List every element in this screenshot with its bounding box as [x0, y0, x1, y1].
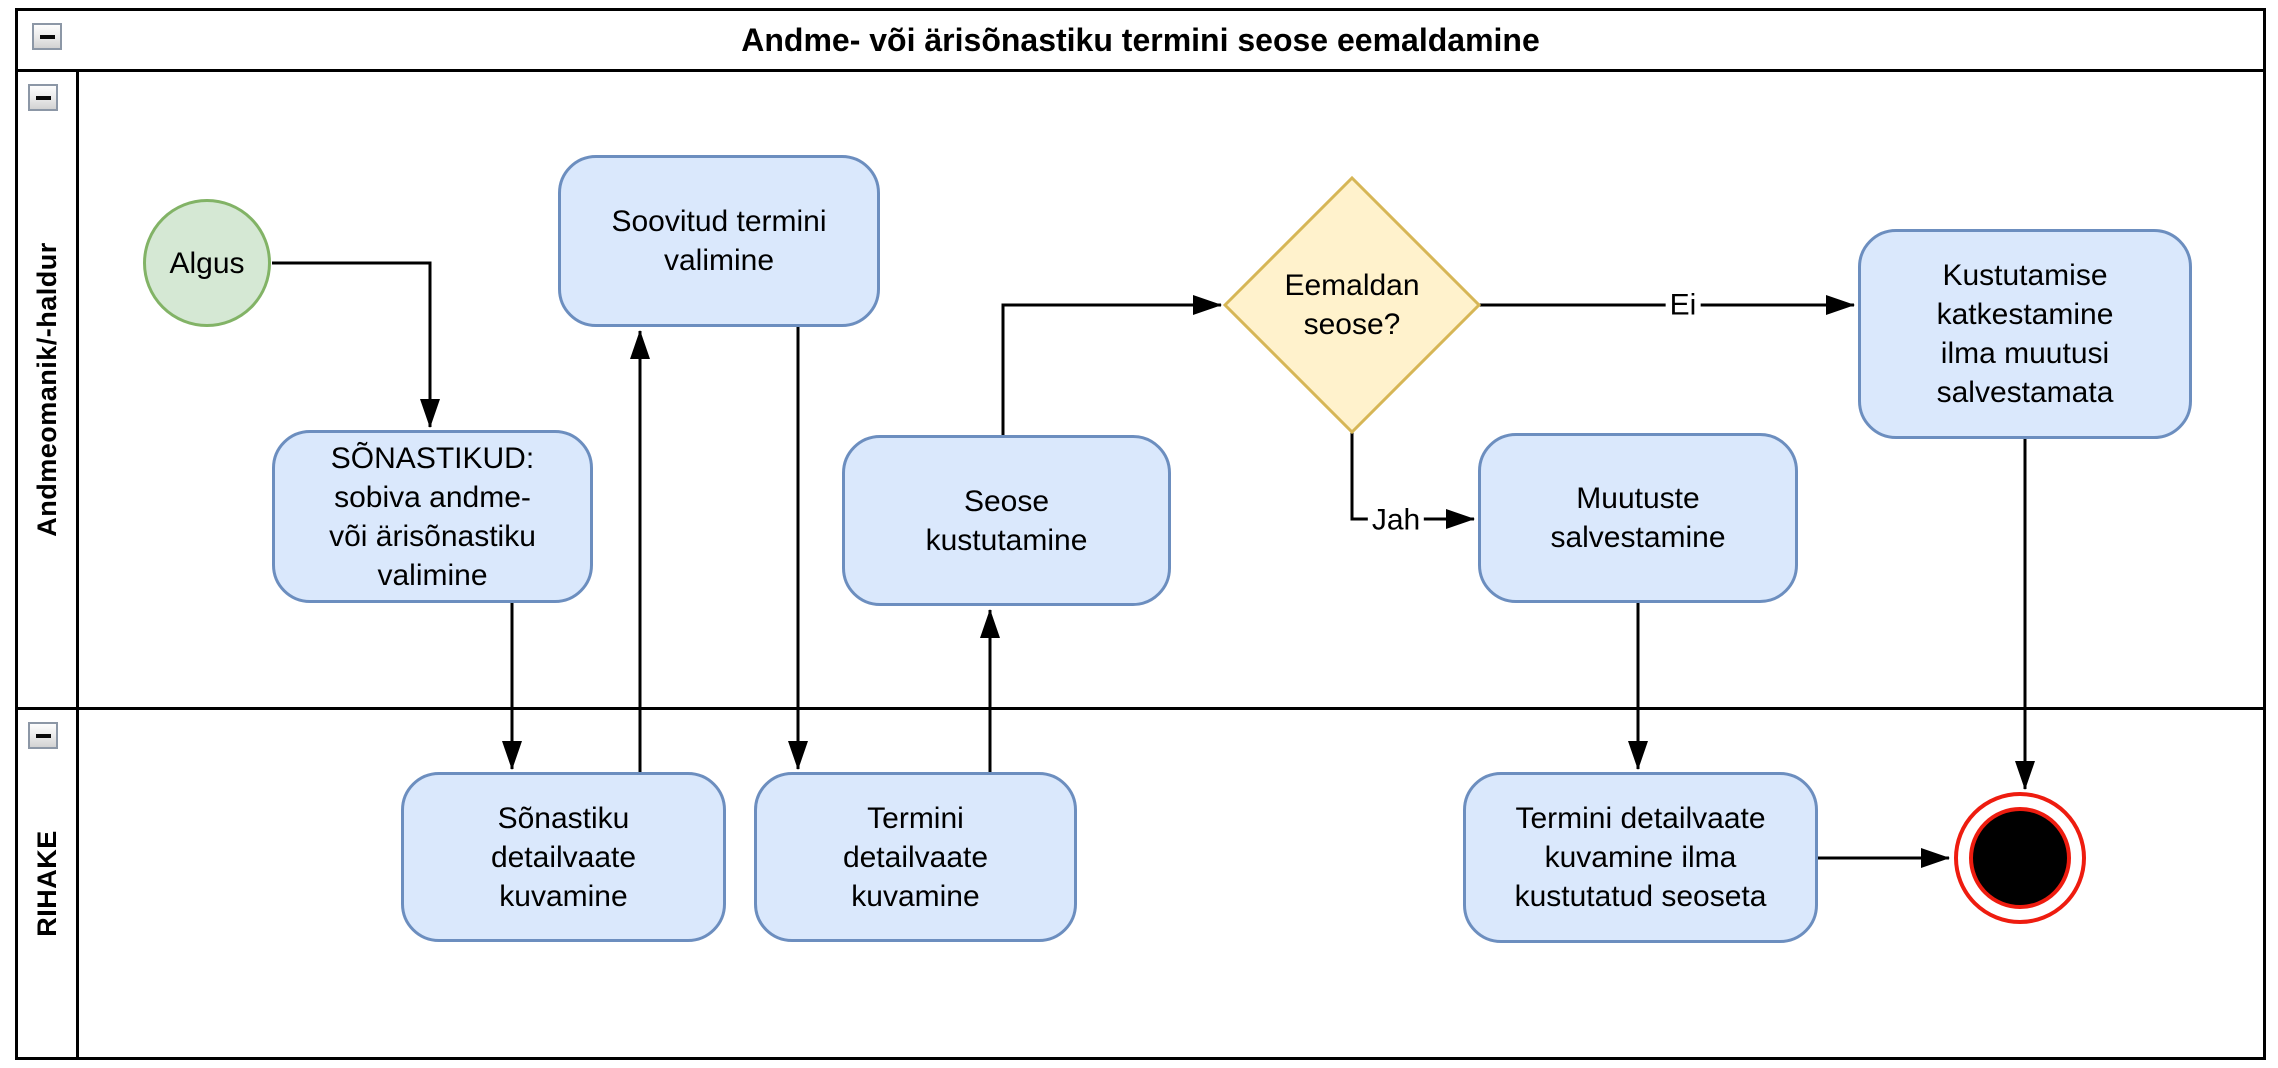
node-label: Soovitud termini valimine	[611, 205, 827, 277]
decision-gateway-label: Eemaldan seose?	[1232, 235, 1472, 375]
pool-title: Andme- või ärisõnastiku termini seose ee…	[741, 21, 1540, 58]
task-select-term[interactable]: Soovitud termini valimine	[558, 155, 880, 327]
lane-label-strip-andmeomanik[interactable]: Andmeomanik/-haldur	[18, 72, 79, 707]
task-delete-relation[interactable]: Seose kustutamine	[842, 435, 1171, 606]
node-label: Termini detailvaate kuvamine	[842, 801, 989, 913]
task-select-glossary[interactable]: SÕNASTIKUD: sobiva andme- või ärisõnasti…	[272, 430, 593, 603]
lane-rihake: RIHAKE	[18, 710, 2263, 1057]
start-event-algus[interactable]: Algus	[143, 199, 271, 327]
task-term-detail[interactable]: Termini detailvaate kuvamine	[754, 772, 1077, 942]
lane-andmeomanik: Andmeomanik/-haldur	[18, 72, 2263, 710]
collapse-minus-icon	[39, 34, 55, 39]
pool-title-bar: Andme- või ärisõnastiku termini seose ee…	[18, 11, 2263, 72]
node-label: Termini detailvaate kuvamine ilma kustut…	[1514, 802, 1767, 913]
task-cancel-delete[interactable]: Kustutamise katkestamine ilma muutusi sa…	[1858, 229, 2192, 439]
lane-collapse-button[interactable]	[28, 722, 58, 749]
lane-label-strip-rihake[interactable]: RIHAKE	[18, 710, 79, 1057]
node-label: Muutuste salvestamine	[1550, 482, 1726, 554]
node-label: Eemaldan seose?	[1284, 269, 1420, 341]
bpmn-pool: Andme- või ärisõnastiku termini seose ee…	[15, 8, 2266, 1060]
edge-decision-jah-to-save-changes[interactable]	[1350, 432, 1475, 529]
task-save-changes[interactable]: Muutuste salvestamine	[1478, 433, 1798, 603]
edge-start-to-select-glossary[interactable]	[272, 261, 440, 428]
lane-collapse-button[interactable]	[28, 84, 58, 111]
decision-gateway-shape[interactable]	[1222, 175, 1482, 435]
task-term-detail-no-relation[interactable]: Termini detailvaate kuvamine ilma kustut…	[1463, 772, 1818, 943]
edge-delete-relation-to-decision[interactable]	[1001, 295, 1222, 435]
edge-label-ei[interactable]: Ei	[1665, 288, 1701, 322]
edge-label-jah[interactable]: Jah	[1367, 503, 1425, 537]
task-glossary-detail[interactable]: Sõnastiku detailvaate kuvamine	[401, 772, 726, 942]
node-label: Algus	[169, 246, 245, 280]
node-label: SÕNASTIKUD: sobiva andme- või ärisõnasti…	[329, 441, 536, 592]
pool-collapse-button[interactable]	[32, 23, 62, 50]
node-label: Kustutamise katkestamine ilma muutusi sa…	[1936, 259, 2114, 409]
end-event[interactable]	[1969, 807, 2071, 909]
node-label: Sõnastiku detailvaate kuvamine	[490, 801, 637, 913]
collapse-minus-icon	[35, 733, 51, 738]
collapse-minus-icon	[35, 95, 51, 100]
node-label: Seose kustutamine	[925, 484, 1088, 557]
